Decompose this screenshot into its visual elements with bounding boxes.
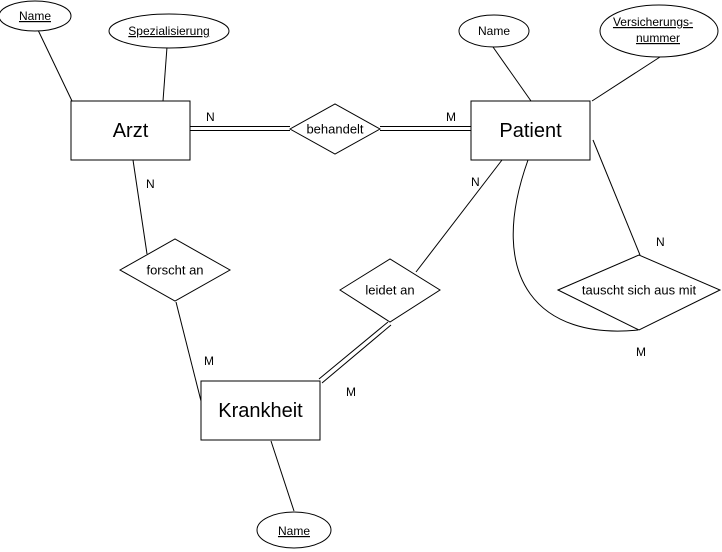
line-patient-tauscht-n: [592, 139, 641, 256]
attribute-arzt-name-label: Name: [19, 9, 51, 23]
entity-patient[interactable]: Patient: [470, 100, 591, 161]
attribute-krankheit-name-label: Name: [278, 524, 310, 538]
relationship-leidet-an-label: leidet an: [365, 283, 414, 298]
line-forscht-krankheit: [175, 301, 202, 402]
line-patient-name: [492, 46, 532, 102]
line-arzt-spezialisierung: [162, 46, 168, 102]
relationship-behandelt-label: behandelt: [306, 122, 363, 137]
attribute-patient-name[interactable]: Name: [458, 14, 530, 48]
attribute-arzt-spezialisierung[interactable]: Spezialisierung: [108, 13, 230, 49]
line-arzt-forscht: [132, 159, 148, 255]
attribute-patient-versicherungsnummer[interactable]: Versicherungs- nummer: [599, 4, 719, 58]
entity-krankheit-label: Krankheit: [218, 400, 303, 422]
cardinality-tauscht-n: N: [656, 235, 665, 249]
entity-arzt-label: Arzt: [113, 120, 149, 142]
entity-krankheit[interactable]: Krankheit: [200, 380, 321, 441]
connections: [37, 29, 661, 512]
line-leidet-krankheit-b: [321, 324, 392, 384]
attribute-patient-versicherungsnummer-line1: Versicherungs-: [613, 15, 693, 29]
relationship-leidet-an[interactable]: leidet an: [339, 258, 441, 323]
entity-patient-label: Patient: [499, 120, 562, 142]
line-patient-versicherungsnummer: [591, 56, 661, 102]
curve-patient-tauscht-m: [512, 159, 639, 332]
relationship-behandelt[interactable]: behandelt: [288, 103, 382, 155]
line-patient-leidet: [415, 159, 503, 273]
attribute-arzt-spezialisierung-label: Spezialisierung: [128, 24, 209, 38]
relationship-forscht-an[interactable]: forscht an: [118, 238, 232, 302]
attribute-patient-versicherungsnummer-line2: nummer: [636, 31, 680, 45]
relationship-forscht-an-label: forscht an: [146, 263, 203, 278]
line-krankheit-name: [270, 440, 295, 512]
entity-arzt[interactable]: Arzt: [70, 100, 191, 161]
cardinality-forscht-arzt: N: [146, 177, 155, 191]
attribute-krankheit-name[interactable]: Name: [256, 511, 332, 549]
cardinality-forscht-krankheit: M: [204, 354, 214, 368]
cardinality-behandelt-arzt: N: [206, 110, 215, 124]
attribute-patient-name-label: Name: [478, 24, 510, 38]
cardinality-leidet-patient: N: [471, 175, 480, 189]
line-leidet-krankheit-a: [318, 321, 389, 380]
relationship-tauscht-label: tauscht sich aus mit: [582, 283, 697, 298]
attribute-arzt-name[interactable]: Name: [0, 0, 72, 32]
line-arzt-name: [37, 29, 73, 102]
cardinality-leidet-krankheit: M: [346, 385, 356, 399]
cardinality-tauscht-m: M: [636, 345, 646, 359]
relationship-tauscht-sich-aus-mit[interactable]: tauscht sich aus mit: [556, 254, 722, 331]
cardinality-behandelt-patient: M: [446, 110, 456, 124]
